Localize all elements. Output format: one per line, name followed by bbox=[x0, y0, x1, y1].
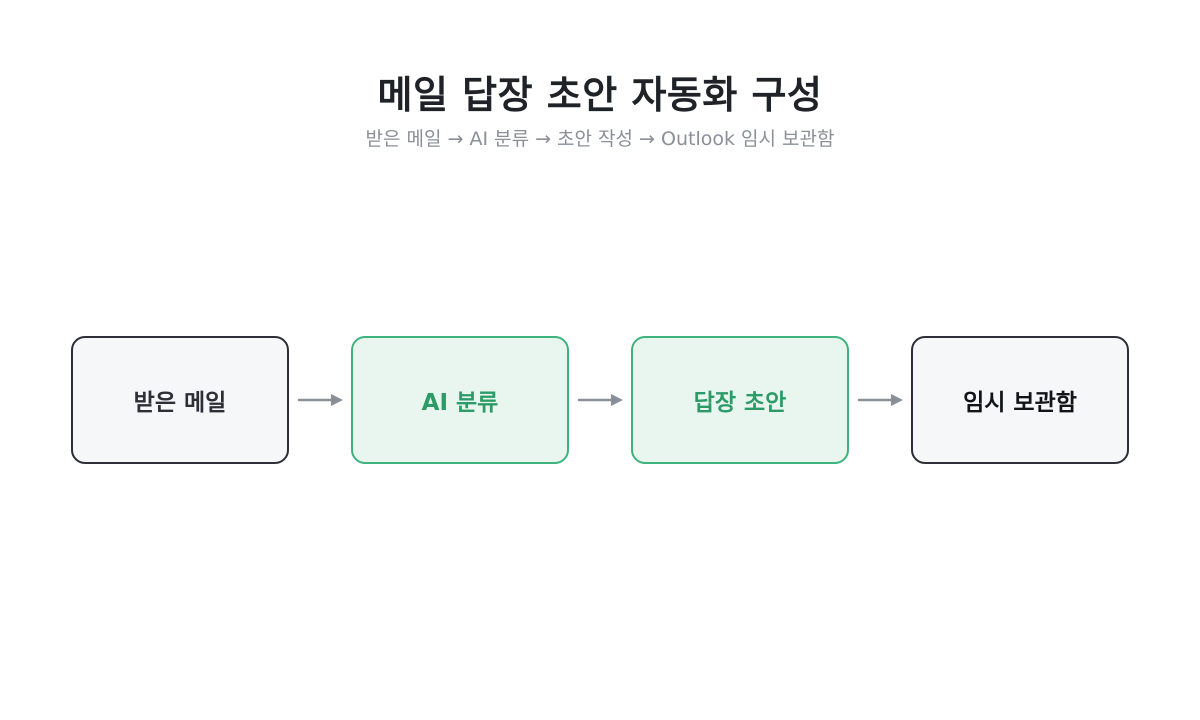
arrow-right-icon bbox=[577, 394, 623, 406]
flow-step-label: AI 분류 bbox=[421, 390, 499, 416]
page-subtitle: 받은 메일 → AI 분류 → 초안 작성 → Outlook 임시 보관함 bbox=[365, 128, 835, 150]
flow-step-drafts-folder: 임시 보관함 bbox=[911, 336, 1129, 464]
flow-step-draft-reply: 답장 초안 bbox=[631, 336, 849, 464]
arrow-right-icon bbox=[297, 394, 343, 406]
flow-step-label: 답장 초안 bbox=[693, 390, 787, 416]
flow-step-ai-classify: AI 분류 bbox=[351, 336, 569, 464]
arrow-right-icon bbox=[857, 394, 903, 406]
page-title: 메일 답장 초안 자동화 구성 bbox=[377, 73, 823, 117]
flow-step-label: 임시 보관함 bbox=[963, 390, 1077, 416]
flow-step-label: 받은 메일 bbox=[133, 390, 227, 416]
flow-step-inbox: 받은 메일 bbox=[71, 336, 289, 464]
